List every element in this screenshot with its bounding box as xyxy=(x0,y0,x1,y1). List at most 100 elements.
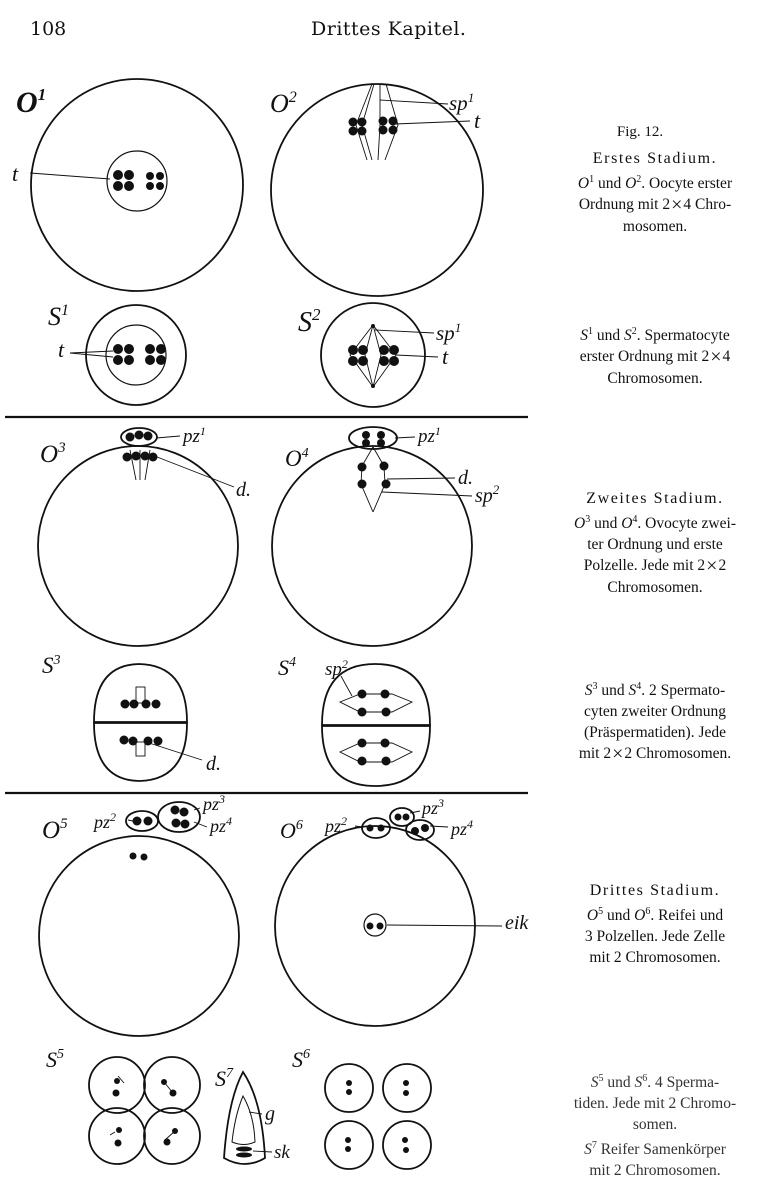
label-pz2-o5: pz2 xyxy=(92,810,116,832)
label-sp2-o4: sp2 xyxy=(475,482,500,507)
label-pz3-o6: pz3 xyxy=(420,796,444,818)
o6-polar-body-3 xyxy=(389,807,415,827)
o6-egg-nucleus xyxy=(363,913,387,937)
caption-s34-line-3: (Präspermatiden). Jede xyxy=(583,724,727,742)
label-t-s2: t xyxy=(442,344,449,369)
o6-polar-body-2 xyxy=(361,817,391,839)
o5-cell xyxy=(38,835,240,1037)
caption-stage-3-egg: Drittes Stadium. O5 und O6. Reifei und 3… xyxy=(545,880,765,968)
o6-polar-body-4 xyxy=(405,819,435,841)
o6-cell xyxy=(274,825,476,1027)
s4-lower-cell xyxy=(321,725,431,787)
label-d-o4: d. xyxy=(458,467,473,489)
s6-cell-3 xyxy=(324,1120,374,1170)
label-pz4-o6: pz4 xyxy=(449,817,473,839)
label-o3: O3 xyxy=(40,440,66,468)
label-eik: eik xyxy=(505,912,529,934)
s5-cell-1 xyxy=(88,1056,146,1114)
label-s6: S6 xyxy=(292,1047,310,1072)
label-sp1-o2: sp1 xyxy=(449,90,474,115)
s4-upper-cell xyxy=(321,663,431,726)
label-sp2-s4: sp2 xyxy=(325,657,348,680)
s5-cell-3 xyxy=(88,1107,146,1165)
label-t-s1: t xyxy=(58,337,65,362)
caption-s34-line-1: S3 und S4. 2 Spermato- xyxy=(584,681,726,700)
label-g: g xyxy=(265,1103,275,1125)
figure-caption-title: Fig. 12. xyxy=(616,124,664,140)
label-d-s3: d. xyxy=(206,753,221,775)
caption-o34-line-3: Polzelle. Jede mit 2×2 xyxy=(583,555,727,578)
caption-stage-2-heading: Zweites Stadium. xyxy=(586,490,724,507)
label-t-o1: t xyxy=(12,161,19,186)
label-o4: O4 xyxy=(285,446,309,471)
label-s5: S5 xyxy=(46,1047,64,1072)
s1-nucleus xyxy=(105,324,167,386)
s5-cell-4 xyxy=(143,1107,201,1165)
caption-o56-line-1: O5 und O6. Reifei und xyxy=(586,906,724,925)
s6-cell-4 xyxy=(382,1120,432,1170)
o5-polar-body-3-4 xyxy=(157,801,201,833)
s7-spermatozoon xyxy=(223,1070,266,1165)
caption-o12-line-1: O1 und O2. Oocyte erster xyxy=(577,174,733,193)
o3-polar-body xyxy=(120,427,158,447)
label-pz1-o4: pz1 xyxy=(416,424,441,447)
caption-s12-line-2: erster Ordnung mit 2×4 xyxy=(579,346,731,369)
o3-cell xyxy=(37,445,239,647)
caption-o12-line-2: Ordnung mit 2×4 Chro- xyxy=(578,194,732,217)
label-s2: S2 xyxy=(298,305,321,338)
s5-cell-2 xyxy=(143,1056,201,1114)
caption-o56-line-3: mit 2 Chromosomen. xyxy=(589,949,721,967)
caption-s567-line-2: tiden. Jede mit 2 Chromo- xyxy=(573,1095,737,1113)
label-s3: S3 xyxy=(42,653,61,678)
label-sp1-s2: sp1 xyxy=(436,320,461,345)
s1-cell xyxy=(85,304,187,406)
s3-upper-cell xyxy=(93,663,188,723)
label-s7: S7 xyxy=(215,1066,234,1091)
s6-cell-2 xyxy=(382,1063,432,1113)
caption-stage-2-spermatocyte: S3 und S4. 2 Spermato- cyten zweiter Ord… xyxy=(545,676,765,765)
caption-o12-line-3: mosomen. xyxy=(622,218,688,236)
o1-cell xyxy=(30,78,244,292)
caption-o34-line-4: Chromosomen. xyxy=(607,579,703,597)
caption-stage-1-oocyte: Erstes Stadium. O1 und O2. Oocyte erster… xyxy=(545,148,765,237)
label-pz4-o5: pz4 xyxy=(208,814,232,836)
s6-cell-1 xyxy=(324,1063,374,1113)
caption-stage-1-heading: Erstes Stadium. xyxy=(592,150,718,167)
o1-nucleus xyxy=(106,150,168,212)
caption-s12-line-1: S1 und S2. Spermatocyte xyxy=(580,326,730,345)
caption-s34-line-2: cyten zweiter Ordnung xyxy=(583,703,727,721)
s3-lower-cell xyxy=(93,722,188,782)
page-number: 108 xyxy=(30,18,67,40)
caption-stage-2-ovocyte: Zweites Stadium. O3 und O4. Ovocyte zwei… xyxy=(545,488,765,598)
o4-cell xyxy=(271,445,473,647)
caption-o56-line-2: 3 Polzellen. Jede Zelle xyxy=(584,928,726,946)
label-o2: O2 xyxy=(270,89,297,118)
label-o1: O1 xyxy=(16,85,46,119)
label-pz3-o5: pz3 xyxy=(201,792,225,814)
caption-stage-1-spermatocyte: S1 und S2. Spermatocyte erster Ordnung m… xyxy=(545,321,765,389)
caption-stage-3-spermatids: S5 und S6. 4 Sperma- tiden. Jede mit 2 C… xyxy=(545,1068,765,1181)
o2-cell xyxy=(270,83,484,297)
label-s4: S4 xyxy=(278,655,296,680)
caption-s567-line-5: mit 2 Chromosomen. xyxy=(589,1162,721,1180)
label-pz1-o3: pz1 xyxy=(181,424,206,447)
caption-s34-line-4: mit 2×2 Chromosomen. xyxy=(578,743,732,766)
caption-s567-line-1: S5 und S6. 4 Sperma- xyxy=(590,1073,720,1092)
label-o6: O6 xyxy=(280,818,303,843)
caption-o34-line-1: O3 und O4. Ovocyte zwei- xyxy=(574,514,736,533)
label-pz2-o6: pz2 xyxy=(323,814,347,836)
caption-s12-line-3: Chromosomen. xyxy=(607,370,703,388)
label-d-o3: d. xyxy=(236,479,251,501)
s7-inner-body xyxy=(231,1094,256,1145)
label-sk: sk xyxy=(274,1142,290,1163)
running-title: Drittes Kapitel. xyxy=(311,18,467,40)
caption-o34-line-2: ter Ordnung und erste xyxy=(587,536,723,554)
label-o5: O5 xyxy=(42,816,68,844)
caption-s567-line-4: S7 Reifer Samenkörper xyxy=(584,1140,726,1159)
caption-s567-line-3: somen. xyxy=(632,1116,678,1134)
label-t-o2: t xyxy=(474,108,481,133)
caption-stage-3-heading: Drittes Stadium. xyxy=(589,882,721,899)
label-s1: S1 xyxy=(48,302,69,331)
